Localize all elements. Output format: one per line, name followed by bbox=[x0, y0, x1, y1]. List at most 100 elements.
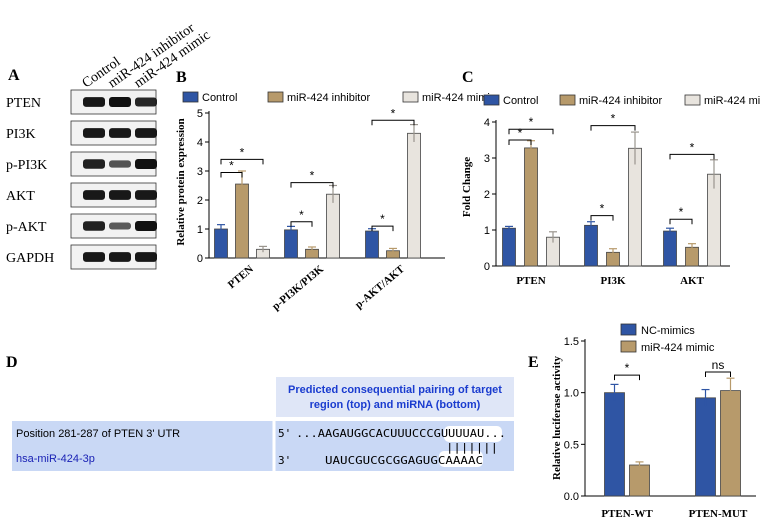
bar bbox=[720, 390, 741, 497]
panel-letter-e: E bbox=[528, 354, 539, 371]
legend-e: NC-mimics miR-424 mimic bbox=[620, 323, 715, 354]
blot-band bbox=[135, 128, 157, 138]
bar bbox=[524, 147, 538, 267]
y-tick-label: 4 bbox=[197, 137, 203, 149]
bar bbox=[628, 147, 642, 267]
significance-label: * bbox=[299, 208, 304, 222]
bar bbox=[365, 230, 379, 259]
legend-swatch bbox=[684, 94, 701, 106]
blot-row-label: PTEN bbox=[6, 96, 41, 111]
bar bbox=[326, 193, 340, 259]
significance-label: * bbox=[625, 361, 630, 375]
table-body-bg bbox=[12, 421, 514, 471]
pairing-lines: ||||||| bbox=[446, 441, 498, 454]
x-tick-label: PI3K bbox=[600, 275, 626, 287]
table-header-line1: Predicted consequential pairing of targe… bbox=[288, 384, 502, 396]
y-tick-label: 1 bbox=[197, 224, 203, 236]
x-tick-label: PTEN bbox=[516, 275, 545, 287]
significance-bracket bbox=[508, 128, 554, 135]
blot-band bbox=[83, 97, 105, 107]
significance-bracket bbox=[290, 182, 334, 188]
x-tick-label: AKT bbox=[680, 275, 705, 287]
panel-e: E NC-mimics miR-424 mimic Relative lucife… bbox=[528, 323, 756, 520]
target-sequence: ...AAGAUGGCACUUUCCCGUUUUAU... bbox=[296, 427, 506, 440]
x-tick-label: p-PI3K/PI3K bbox=[270, 263, 326, 313]
legend-swatch bbox=[182, 91, 199, 103]
significance-label: * bbox=[391, 106, 396, 120]
y-axis-label: Relative protein expression bbox=[175, 118, 187, 245]
seed-highlight bbox=[439, 451, 483, 467]
bar bbox=[284, 229, 298, 259]
y-axis-label: Relative luciferase activity bbox=[551, 356, 563, 481]
blot-row-label: GAPDH bbox=[6, 251, 54, 266]
significance-bracket bbox=[371, 225, 394, 232]
panel-letter-b: B bbox=[176, 69, 187, 86]
significance-bracket bbox=[220, 158, 264, 165]
significance-bracket bbox=[590, 215, 614, 221]
blot-band bbox=[135, 252, 157, 262]
legend-swatch bbox=[267, 91, 284, 103]
blot-row-label: AKT bbox=[6, 189, 35, 204]
y-tick-label: 1 bbox=[484, 225, 490, 237]
significance-bracket bbox=[508, 139, 532, 145]
significance-label: * bbox=[310, 169, 315, 183]
legend-swatch bbox=[620, 340, 637, 353]
panel-letter-d: D bbox=[6, 354, 18, 371]
y-tick-label: 5 bbox=[197, 108, 203, 120]
bar bbox=[502, 227, 516, 267]
significance-label: * bbox=[600, 202, 605, 216]
blot-band bbox=[109, 222, 131, 230]
significance-bracket bbox=[705, 371, 731, 377]
y-tick-label: 1.0 bbox=[564, 388, 579, 400]
blot-band bbox=[83, 159, 105, 169]
legend-label: miR-424 inhibitor bbox=[287, 92, 370, 104]
bar bbox=[695, 397, 716, 497]
significance-label: * bbox=[690, 140, 695, 154]
blot-lane-labels: Control miR-424 inhibitor miR-424 mimic bbox=[80, 21, 214, 92]
panel-letter-a: A bbox=[8, 67, 20, 84]
y-tick-label: 2 bbox=[197, 195, 203, 207]
prime-5: 5' bbox=[278, 427, 291, 440]
x-tick-label: PTEN-WT bbox=[601, 508, 653, 520]
bar bbox=[663, 230, 677, 267]
y-tick-label: 0 bbox=[484, 261, 490, 273]
significance-label: * bbox=[240, 145, 245, 159]
significance-label: * bbox=[518, 126, 523, 140]
prime-3: 3' bbox=[278, 454, 291, 467]
legend-label: miR-424 inhibitor bbox=[579, 95, 662, 107]
bar bbox=[584, 224, 598, 267]
y-tick-label: 0.0 bbox=[564, 491, 579, 503]
blot-row-label: PI3K bbox=[6, 127, 36, 142]
mirna-sequence: UAUCGUCGCGGAGUGCAAAAC bbox=[325, 454, 483, 467]
significance-bracket bbox=[669, 218, 693, 225]
blot-band bbox=[83, 252, 105, 262]
y-tick-label: 4 bbox=[484, 117, 490, 129]
blot-band bbox=[135, 97, 157, 107]
significance-bracket bbox=[371, 119, 415, 126]
y-axis-label: Fold Change bbox=[461, 157, 473, 217]
significance-label: * bbox=[529, 115, 534, 129]
significance-label: * bbox=[380, 212, 385, 226]
y-tick-label: 0 bbox=[197, 253, 203, 265]
legend-swatch bbox=[483, 94, 500, 106]
blot-band bbox=[135, 159, 157, 169]
blot-band bbox=[109, 97, 131, 107]
panel-d: D Predicted consequential pairing of tar… bbox=[6, 354, 514, 471]
legend-label: NC-mimics bbox=[641, 325, 695, 337]
table-header-line2: region (top) and miRNA (bottom) bbox=[310, 399, 481, 411]
significance-bracket bbox=[220, 171, 243, 178]
blot-band bbox=[83, 128, 105, 138]
mirna-label: hsa-miR-424-3p bbox=[16, 453, 95, 465]
blot-band bbox=[109, 128, 131, 138]
blot-band bbox=[83, 221, 105, 231]
legend-label: miR-424 mimic bbox=[641, 342, 715, 354]
blot-band bbox=[83, 190, 105, 200]
